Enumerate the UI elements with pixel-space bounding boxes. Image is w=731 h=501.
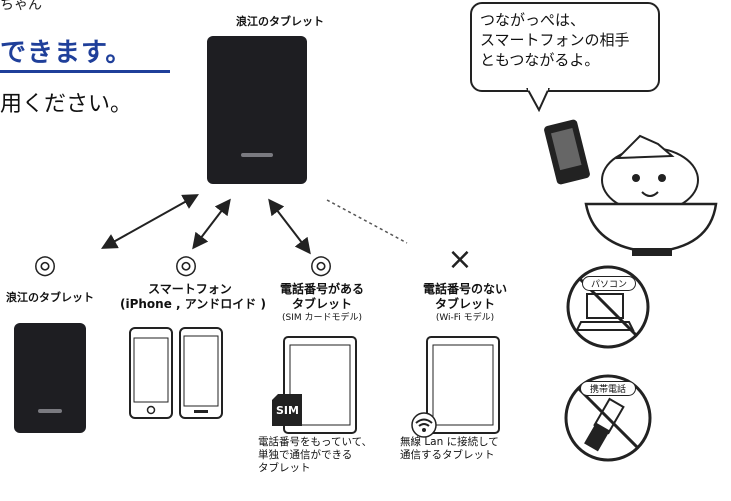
compatible-symbol-sim-tablet: ◎ [309, 250, 333, 280]
subtext: 用ください。 [0, 92, 133, 117]
wifi-icon [411, 412, 437, 438]
device-label-wifi-tablet-1: 電話番号のない [422, 282, 507, 296]
smartphone-icon [129, 327, 223, 419]
speech-bubble-tail [526, 88, 550, 112]
device-label-namie-tablet: 浪江のタブレット [6, 291, 94, 304]
center-tablet-icon [207, 36, 307, 184]
center-tablet-label: 浪江のタブレット [236, 15, 324, 28]
headline: できます。 [0, 38, 133, 68]
device-label-sim-tablet-1: 電話番号がある [279, 282, 364, 296]
caption-sim-tablet-3: タブレット [258, 462, 311, 474]
sim-card-icon [272, 394, 302, 426]
mobile-phone-label: 携帯電話 [580, 381, 636, 396]
no-mobile-phone-icon [564, 374, 652, 462]
device-label-wifi-tablet-2: タブレット [434, 297, 495, 311]
device-sublabel-sim-tablet: (SIM カードモデル) [281, 313, 363, 323]
bubble-line-1: つながっぺは、 [480, 11, 586, 29]
sim-card-label: SIM [276, 404, 299, 417]
arrow-to-namie-tablet [101, 194, 199, 249]
caption-sim-tablet-2: 単独で通信ができる [258, 449, 353, 461]
speech-bubble: つながっぺは、 スマートフォンの相手 ともつながるよ。 [470, 2, 660, 92]
compatible-symbol-smartphone: ◎ [174, 250, 198, 280]
compatible-symbol-namie-tablet: ◎ [33, 250, 57, 280]
top-left-text: ちゃん [0, 0, 42, 13]
namie-tablet-icon [14, 323, 86, 433]
caption-wifi-tablet-1: 無線 Lan に接続して [400, 436, 499, 448]
caption-wifi-tablet-2: 通信するタブレット [400, 449, 495, 461]
device-label-sim-tablet-2: タブレット [291, 297, 352, 311]
bubble-line-2: スマートフォンの相手 [480, 31, 630, 49]
device-label-smartphone-1: スマートフォン [148, 282, 232, 296]
incompatible-symbol-wifi-tablet: × [447, 242, 473, 277]
device-label-smartphone-2: (iPhone , アンドロイド ) [120, 297, 266, 311]
device-sublabel-wifi-tablet: (Wi-Fi モデル) [435, 313, 495, 323]
dashed-line-to-wifi-tablet [326, 199, 408, 244]
bubble-line-3: ともつながるよ。 [480, 51, 600, 69]
arrow-to-smartphone [192, 198, 231, 250]
wifi-tablet-icon [426, 336, 500, 434]
mascot-illustration [544, 119, 718, 256]
arrow-to-sim-tablet [268, 198, 311, 255]
laptop-label: パソコン [582, 276, 636, 291]
caption-sim-tablet-1: 電話番号をもっていて、 [258, 436, 373, 448]
headline-underline [0, 70, 170, 73]
